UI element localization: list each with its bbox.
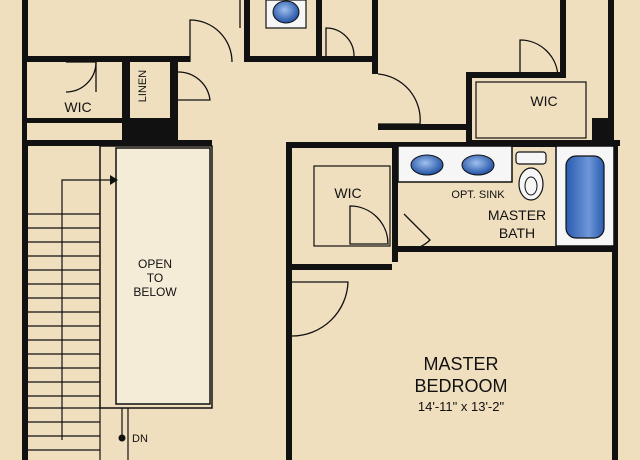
- master-bath-label-1: MASTER: [488, 207, 546, 223]
- wic-center-label: WIC: [334, 185, 361, 201]
- bathtub-icon: [565, 155, 605, 239]
- closet-outlines: [313, 81, 587, 247]
- master-bedroom-label-2: BEDROOM: [414, 376, 507, 396]
- stairs-down-label: DN: [132, 433, 148, 445]
- open-to-below-label-2: TO: [147, 271, 163, 285]
- door-swings: [65, 0, 559, 337]
- sink-basin-left: [410, 154, 444, 176]
- top-bath-fixture: [265, 0, 307, 29]
- master-bedroom-size: 14'-11" x 13'-2": [418, 399, 505, 414]
- stair-arrow-icon: [110, 175, 118, 185]
- wic-left-label: WIC: [64, 99, 91, 115]
- open-to-below-label-3: BELOW: [133, 285, 177, 299]
- linen-label: LINEN: [137, 70, 149, 102]
- master-bath-label-2: BATH: [499, 225, 535, 241]
- open-to-below-label-1: OPEN: [138, 257, 172, 271]
- stair-dot-icon: [118, 434, 126, 442]
- opt-sink-label: OPT. SINK: [451, 189, 505, 201]
- wic-top-right-label: WIC: [530, 93, 557, 109]
- sink-basin-right: [461, 154, 495, 176]
- open-to-below-area: [115, 147, 211, 405]
- staircase: [28, 179, 129, 460]
- master-bedroom-label-1: MASTER: [423, 354, 498, 374]
- open-to-below-rail: [99, 145, 213, 409]
- toilet-icon: [515, 151, 547, 201]
